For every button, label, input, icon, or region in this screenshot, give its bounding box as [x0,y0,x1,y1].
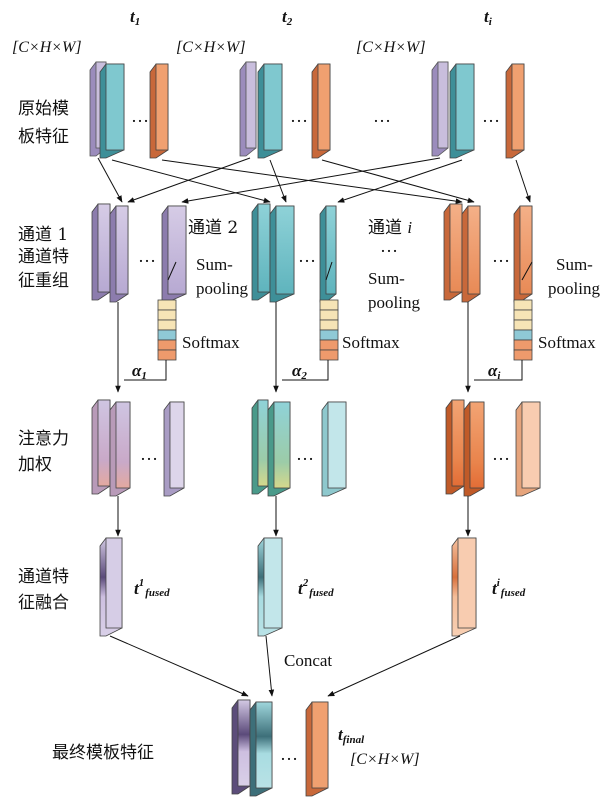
t1-label: t1 [130,7,140,28]
row3-label-line2: 加权 [18,455,52,475]
t-final-label: tfinal [338,725,365,746]
feature-stack-i: … [432,62,524,158]
alpha-i-label: αi [488,361,501,382]
row3-label-line1: 注意力 [18,429,69,449]
softmax-label-1: Softmax [182,333,240,352]
row4-label-line2: 征融合 [18,593,69,613]
t2-label: t2 [282,7,293,28]
t-fused-i: tifused [492,577,526,599]
softmax-label-2: Softmax [342,333,400,352]
sum-pooling-2-b: pooling [368,293,420,312]
feature-stack-2: … [240,62,330,158]
svg-text:…: … [131,106,149,126]
row2-label-line2: 通道特 [18,247,69,267]
concat-label: Concat [284,651,332,670]
svg-text:…: … [296,444,314,464]
softmax-vector-i [514,300,532,360]
dim-label-3: [C×H×W] [356,39,426,56]
svg-text:…: … [138,246,156,266]
row3-weighted: … … … [92,400,540,496]
softmax-vector-2 [320,300,338,360]
row1-gap-dots: … [373,106,391,126]
sum-pooling-3-b: pooling [548,279,600,298]
svg-text:…: … [492,246,510,266]
fuse-arrows [118,496,468,536]
row5-final-stack: … [232,700,328,796]
sum-pooling-3-a: Sum- [556,255,593,274]
row4-label-line1: 通道特 [18,567,69,587]
ti-label: ti [484,7,493,28]
svg-text:…: … [482,106,500,126]
dim-label-1: [C×H×W] [12,39,82,56]
row2-label-line1: 通道 1 [18,225,68,245]
softmax-vector-1 [158,300,176,360]
alpha-1-label: α1 [132,361,147,382]
channel-vdots: … [380,236,398,256]
row2-regroup: … … … [92,204,532,302]
row1-label-line2: 板特征 [18,127,69,147]
svg-text:…: … [492,444,510,464]
alpha-2-label: α2 [292,361,307,382]
channel-2-label: 通道 2 [188,218,238,238]
channel-i-label: 通道 i [368,218,412,238]
final-dim-label: [C×H×W] [350,751,420,768]
row1-label-line1: 原始模 [18,99,69,119]
svg-text:…: … [140,444,158,464]
feature-stack-1: … [90,62,168,158]
sum-pooling-1-b: pooling [196,279,248,298]
row2-label-line3: 征重组 [18,271,69,291]
svg-text:…: … [290,106,308,126]
regroup-arrows [98,158,530,202]
sum-pooling-2-a: Sum- [368,269,405,288]
svg-text:…: … [280,744,298,764]
svg-text:…: … [298,246,316,266]
softmax-label-3: Softmax [538,333,596,352]
row1-template-features: … … … … [90,62,524,158]
t-fused-1: t1fused [134,577,170,599]
row5-label: 最终模板特征 [52,743,154,763]
t-fused-2: t2fused [298,577,334,599]
sum-pooling-1-a: Sum- [196,255,233,274]
dim-label-2: [C×H×W] [176,39,246,56]
